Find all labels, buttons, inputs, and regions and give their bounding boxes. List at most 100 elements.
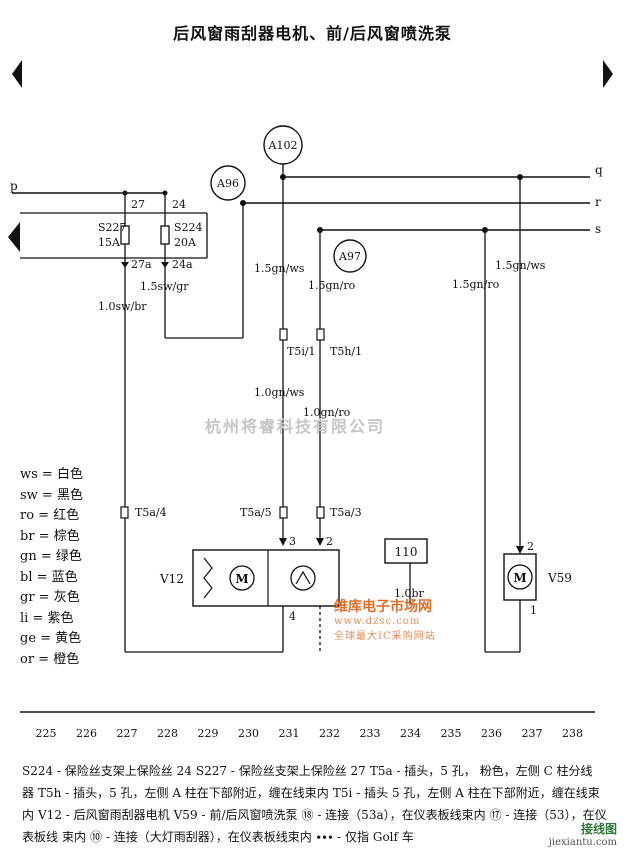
grid-number: 237 [522,727,543,740]
junction-dot [482,227,488,233]
site-logo-slogan: 全球最大IC采购网站 [334,631,436,642]
connector-t5a-3-label: T5a/3 [330,506,362,519]
connector-a97-label: A97 [338,250,361,263]
legend-item: br = 棕色 [20,528,80,544]
connector-t5h-1-symbol[interactable] [316,328,325,341]
caption-segment: ∙∙∙ - 仅指 Golf 车 [315,830,414,844]
bus-label-q: q [595,163,603,177]
connector-a102-label: A102 [268,139,298,152]
v59-pin-2: 2 [527,540,534,553]
v12-motor-icon [229,565,255,591]
wire-label-1-0gn-ro: 1.0gn/ro [303,406,351,419]
grid-number: 235 [441,727,462,740]
caption-segment: ⑱ - 连接（53a），在仪表板线束内 [301,808,486,822]
connector-a97-circle[interactable] [333,239,367,273]
grid-number: 227 [117,727,138,740]
legend-item: ge = 黄色 [20,631,82,646]
caption-segment: T5a - 插头，5 孔， [369,764,476,778]
diagram-title: 后风窗雨刮器电机、前/后风窗喷洗泵 [173,24,452,43]
connector-t5a-5-symbol[interactable] [279,506,288,519]
legend-item: sw = 黑色 [20,487,83,503]
grid-number: 225 [36,727,57,740]
v12-motor-symbol: M [235,572,248,586]
s227-out-terminal: 27a [131,258,152,271]
connector-a96-circle[interactable] [210,165,246,201]
v12-pin-2: 2 [326,535,333,548]
watermark-text: 杭州将睿科技有限公司 [205,417,386,436]
v59-label: V59 [547,571,572,585]
component-110-label: 110 [395,545,418,559]
s227-in-terminal: 27 [131,198,145,211]
v12-switch-icon [203,557,213,599]
caption-segment: V12 - 后风窗雨刮器电机 [38,808,170,822]
s224-rating: 20A [174,236,197,249]
v12-label: V12 [159,572,184,586]
v59-motor-symbol: M [513,571,526,585]
wire-label-1-0gn-ws: 1.0gn/ws [254,386,305,399]
connector-a96-label: A96 [216,177,239,190]
arrow-down-icon [516,546,524,554]
caption-segment: 粉色，左侧 C 柱分线器 [22,764,593,800]
v12-pin-4: 4 [289,610,296,623]
corner-logo-url: jiexiantu.com [548,837,617,848]
grid-number: 233 [360,727,381,740]
wire-label-1-5gn-ro-v59: 1.5gn/ro [452,278,500,291]
bus-label-s: s [595,222,601,236]
caption-segment: S227 - 保险丝支架上保险丝 27 [195,764,366,778]
v12-pin-3: 3 [289,535,296,548]
connector-t5h-1-label: T5h/1 [330,345,362,358]
component-110-box[interactable] [384,538,428,564]
v12-component-box[interactable] [192,549,340,607]
corner-logo[interactable]: 接线图 jiexiantu.com [549,820,617,848]
transistor-icon [295,570,311,585]
legend-item: gn = 绿色 [20,549,82,564]
wire-label-1-0sw-br: 1.0sw/br [98,300,147,313]
connector-t5a-4-symbol[interactable] [120,506,129,519]
s224-name: S224 [174,221,203,234]
bus-label-p: p [10,179,18,193]
grid-number: 232 [319,727,340,740]
connector-t5i-1-symbol[interactable] [279,328,288,341]
left-section-arrow-icon[interactable] [8,222,20,252]
wire-label-1-5sw-gr: 1.5sw/gr [140,280,189,293]
junction-dot [280,174,286,180]
grid-number: 226 [76,727,97,740]
s227-rating: 15A [98,236,121,249]
v59-pin-1: 1 [530,604,537,617]
site-logo-url: www.dzsc.com [334,616,421,627]
caption-segment: 前/后风窗喷洗泵 [209,808,298,822]
wire-label-1-5gn-ro: 1.5gn/ro [308,279,356,292]
caption-segment: ⑩ - 连接（大灯雨刮器），在仪表板线束内 [90,830,312,844]
grid-number: 238 [562,727,583,740]
legend-item: or = 橙色 [20,651,80,667]
site-logo[interactable]: 维库电子市场网 www.dzsc.com 全球最大IC采购网站 [334,596,436,642]
arrow-down-icon [316,538,324,546]
wire-label-1-0br: 1.0br [394,587,425,600]
caption-segment: - 插头 5 孔，左侧 A 柱在下部附近，缠在线束内 [22,786,600,822]
arrow-down-icon [121,262,129,268]
connector-t5a-3-symbol[interactable] [316,506,325,519]
right-page-arrow-icon[interactable] [603,60,613,88]
wire-label-1-5gn-ws: 1.5gn/ws [254,262,305,275]
s224-in-terminal: 24 [172,198,186,211]
s224-out-terminal: 24a [172,258,193,271]
arrow-down-icon [161,262,169,268]
junction-dot [517,174,523,180]
caption-segment: V59 - [173,808,206,822]
v59-motor-icon [507,564,533,590]
s227-name: S227 [98,221,127,234]
grid-number: 229 [198,727,219,740]
junction-dot [122,190,128,196]
s224-fuse-symbol [160,225,170,245]
left-page-arrow-icon[interactable] [12,60,22,88]
arrow-down-icon [279,538,287,546]
junction-dot [240,200,246,206]
caption-segment: T5i [332,786,353,800]
junction-dot [317,227,323,233]
grid-number: 231 [279,727,300,740]
grid-number: 230 [238,727,259,740]
v12-relay-icon [290,565,316,591]
